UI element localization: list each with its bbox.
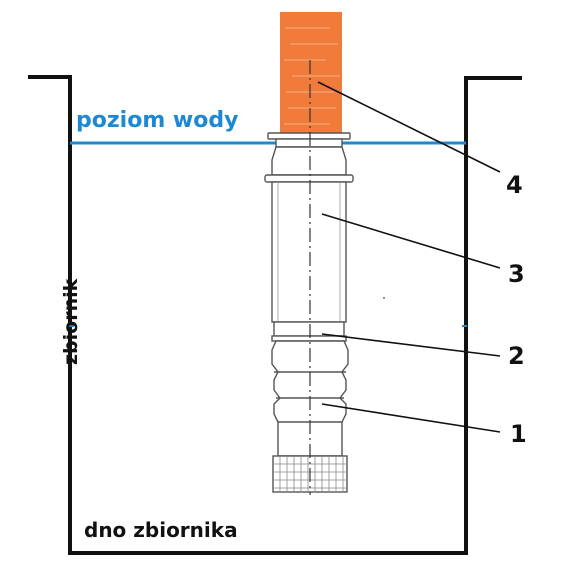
motor-block bbox=[280, 12, 342, 134]
water-level-label: poziom wody bbox=[76, 108, 239, 133]
column-pipe bbox=[271, 181, 347, 323]
leader-3 bbox=[321, 213, 501, 269]
speck bbox=[383, 297, 385, 299]
callout-4: 4 bbox=[506, 171, 523, 199]
leader-2 bbox=[321, 333, 501, 357]
top-flange bbox=[267, 132, 351, 140]
leader-1 bbox=[321, 403, 501, 433]
upper-collar bbox=[264, 174, 354, 183]
coupling bbox=[273, 321, 345, 337]
leader-lines bbox=[317, 81, 501, 433]
tank-label: zbiornik bbox=[60, 278, 82, 365]
leader-4 bbox=[317, 81, 501, 173]
callout-1: 1 bbox=[510, 420, 527, 448]
callout-3: 3 bbox=[508, 260, 525, 288]
tank-outline bbox=[28, 75, 522, 555]
callout-2: 2 bbox=[508, 342, 525, 370]
tank-bottom-label: dno zbiornika bbox=[84, 518, 238, 542]
